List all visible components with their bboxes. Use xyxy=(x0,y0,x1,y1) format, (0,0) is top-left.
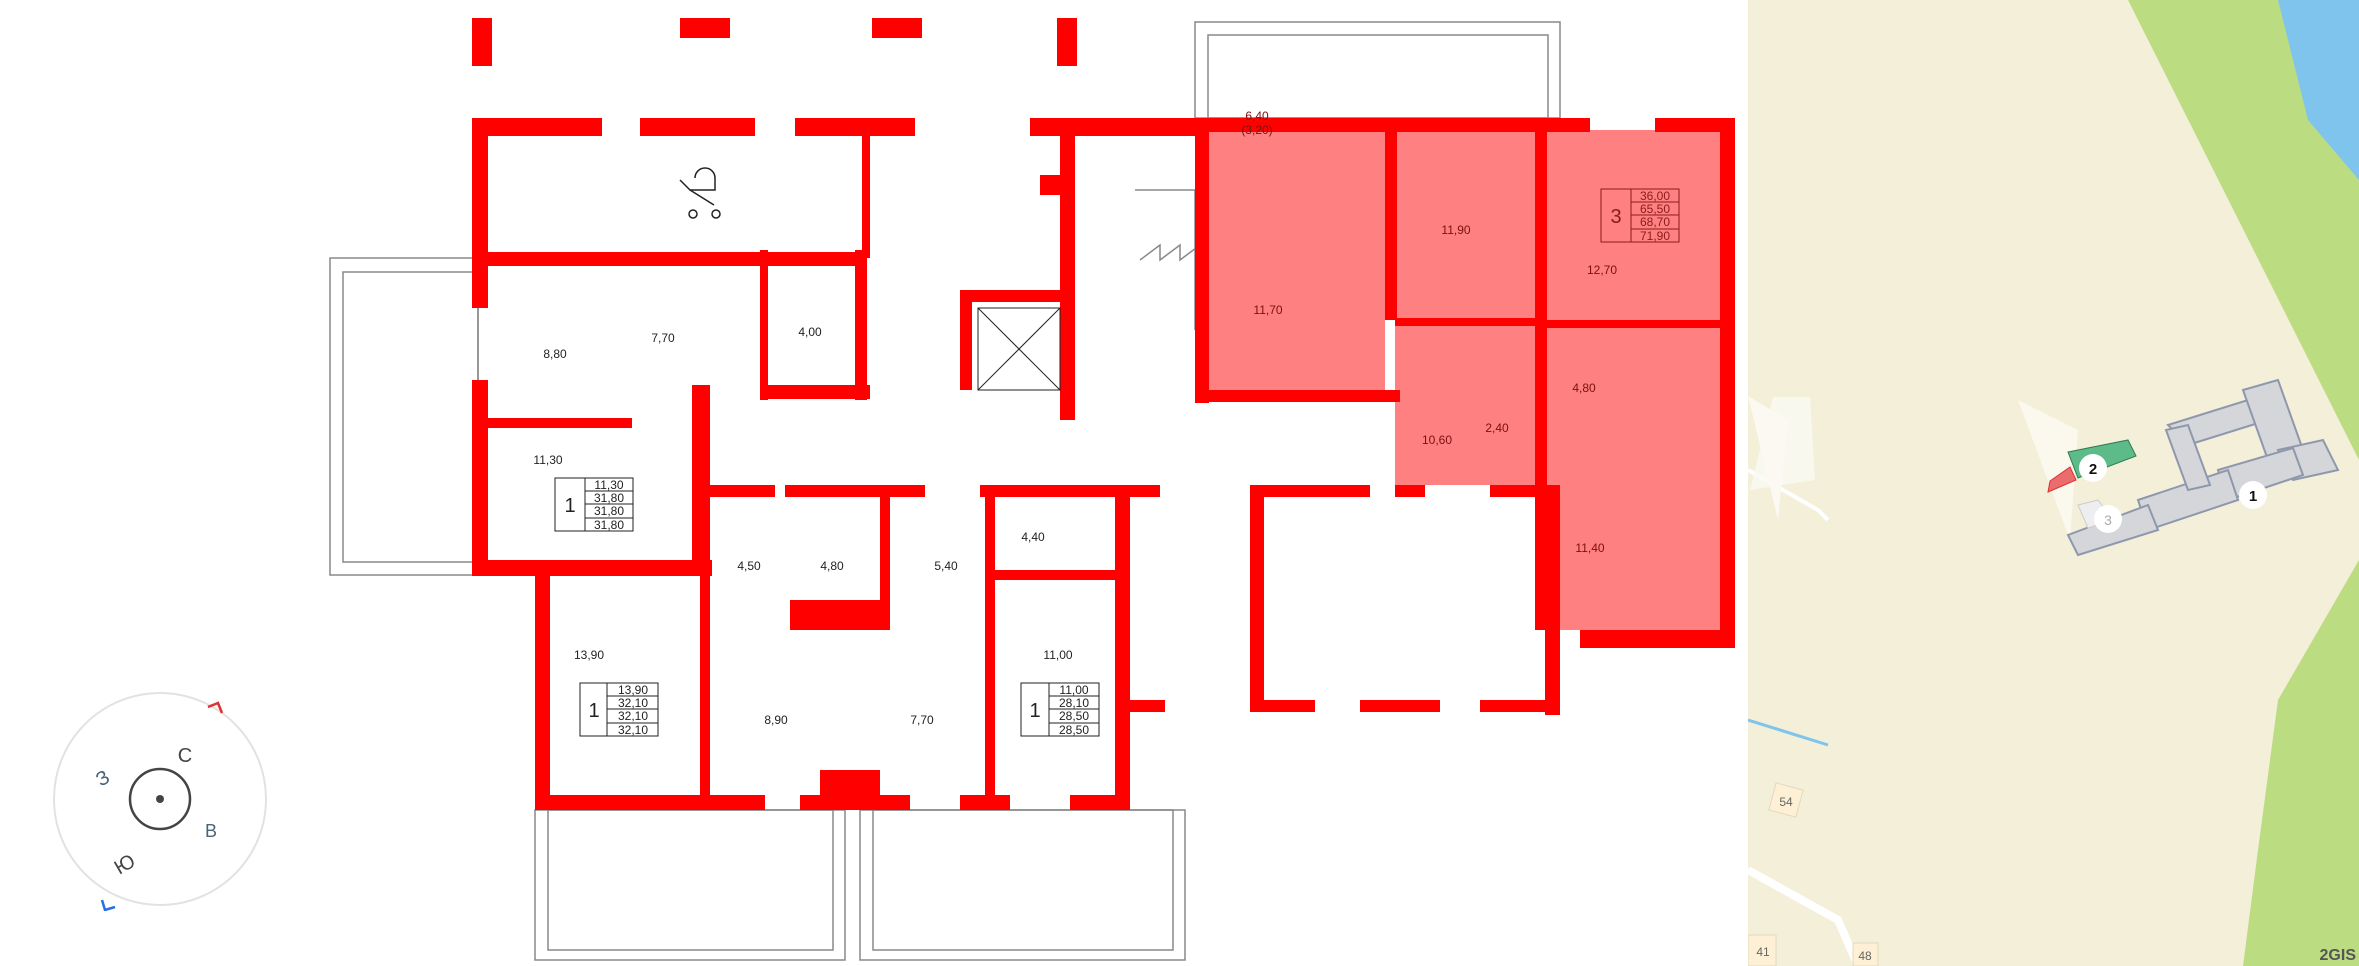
unit-rooms: 1 xyxy=(564,495,575,517)
unit-area: 32,10 xyxy=(618,723,648,737)
building-label: 2 xyxy=(2089,461,2097,478)
room-area: 13,90 xyxy=(574,648,604,662)
house-number: 48 xyxy=(1858,949,1872,963)
room-area: 5,40 xyxy=(934,559,958,573)
unit-area: 65,50 xyxy=(1640,202,1670,216)
room-area: 7,70 xyxy=(910,713,934,727)
unit-box-1room-c[interactable]: 1 11,00 28,10 28,50 28,50 xyxy=(1020,682,1100,737)
building-label: 3 xyxy=(2104,512,2112,528)
room-area: 4,00 xyxy=(798,325,822,339)
unit-area: 31,80 xyxy=(594,491,624,505)
park-area xyxy=(1928,0,2359,966)
walls xyxy=(472,18,1735,810)
unit-box-3room[interactable]: 3 36,00 65,50 68,70 71,90 xyxy=(1600,188,1680,243)
unit-area: 68,70 xyxy=(1640,215,1670,229)
house-number: 41 xyxy=(1756,945,1770,959)
room-area: 4,40 xyxy=(1021,530,1045,544)
room-area: 2,40 xyxy=(1485,421,1509,435)
stroller-icon xyxy=(679,167,721,219)
water-area xyxy=(2278,0,2359,180)
view-sector xyxy=(2018,400,2078,540)
room-area: 8,90 xyxy=(764,713,788,727)
selected-building-section xyxy=(2047,466,2077,493)
unit-area: 36,00 xyxy=(1640,189,1670,203)
house-markers xyxy=(1748,782,1879,966)
room-area: 4,50 xyxy=(737,559,761,573)
location-map[interactable]: 2 1 3 54 41 48 2GIS xyxy=(1748,0,2359,966)
unit-area: 32,10 xyxy=(618,709,648,723)
room-area: 11,40 xyxy=(1575,541,1604,555)
building-label: 1 xyxy=(2249,488,2257,505)
room-area: 4,80 xyxy=(820,559,844,573)
room-area: 8,80 xyxy=(543,347,567,361)
room-area: 10,60 xyxy=(1422,433,1452,447)
unit-rooms: 1 xyxy=(588,700,599,722)
room-labels: 6,40 (3,20) 11,90 12,70 11,70 10,60 2,40… xyxy=(533,109,1617,727)
unit-box-1room-a[interactable]: 1 11,30 31,80 31,80 31,80 xyxy=(554,477,634,532)
building-1-shape xyxy=(2066,378,2340,557)
compass-dial-icon xyxy=(128,767,192,831)
room-area: 11,30 xyxy=(533,453,562,467)
room-area: 6,40 xyxy=(1245,109,1269,123)
room-area: 7,70 xyxy=(651,331,675,345)
room-area: 11,70 xyxy=(1253,303,1282,317)
north-marker-icon xyxy=(207,701,224,714)
room-area: 11,00 xyxy=(1043,648,1072,662)
unit-area: 11,00 xyxy=(1059,683,1088,697)
room-area: 11,90 xyxy=(1441,223,1470,237)
unit-box-1room-b[interactable]: 1 13,90 32,10 32,10 32,10 xyxy=(579,682,659,737)
north-label: С xyxy=(178,745,192,767)
unit-area: 13,90 xyxy=(618,683,648,697)
unit-area: 28,50 xyxy=(1059,723,1089,737)
south-marker-icon xyxy=(100,899,116,912)
elevator-shaft xyxy=(977,307,1061,391)
west-label: З xyxy=(92,766,113,791)
east-label: В xyxy=(205,821,217,841)
unit-area: 31,80 xyxy=(594,504,624,518)
house-number: 54 xyxy=(1779,795,1793,809)
brand-logo: 2GIS xyxy=(2320,947,2357,964)
room-area: (3,20) xyxy=(1241,123,1272,137)
floor-plan: 6,40 (3,20) 11,90 12,70 11,70 10,60 2,40… xyxy=(329,18,1735,961)
unit-rooms: 3 xyxy=(1610,206,1621,228)
unit-area: 28,10 xyxy=(1059,696,1089,710)
unit-area: 71,90 xyxy=(1640,229,1670,243)
south-label: Ю xyxy=(111,850,140,879)
room-area: 12,70 xyxy=(1587,263,1617,277)
unit-area: 32,10 xyxy=(618,696,648,710)
unit-area: 31,80 xyxy=(594,518,624,532)
room-area: 4,80 xyxy=(1572,381,1596,395)
unit-area: 28,50 xyxy=(1059,709,1089,723)
selected-apartment[interactable] xyxy=(1205,125,1723,630)
unit-area: 11,30 xyxy=(594,478,623,492)
compass[interactable]: С В Ю З xyxy=(48,687,272,912)
unit-rooms: 1 xyxy=(1029,700,1040,722)
